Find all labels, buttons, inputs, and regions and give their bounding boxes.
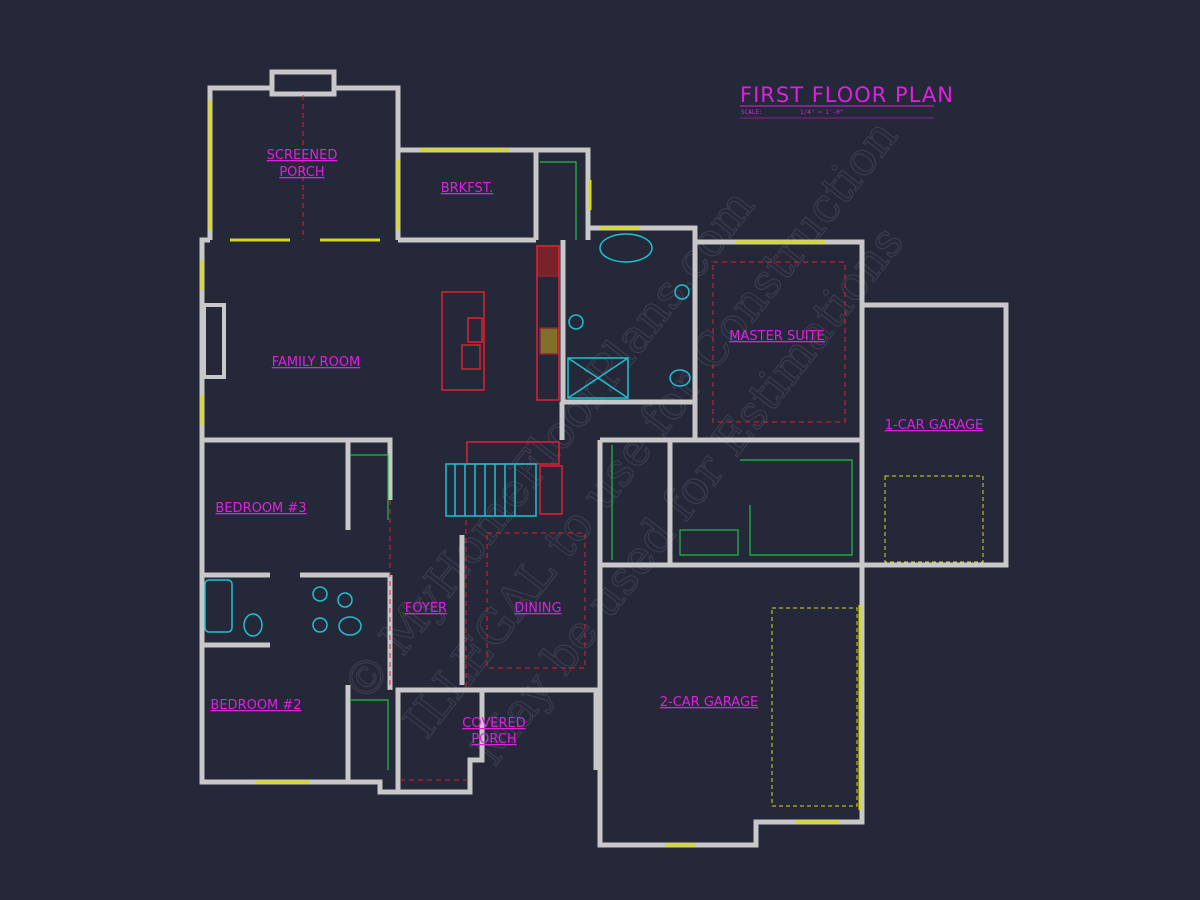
covered-porch-label-2: PORCH bbox=[471, 732, 516, 747]
one-car-garage-label: 1-CAR GARAGE bbox=[885, 418, 984, 433]
walls bbox=[199, 69, 1009, 848]
foyer-label: FOYER bbox=[405, 601, 447, 616]
bedroom2-label: BEDROOM #2 bbox=[210, 698, 301, 713]
scale-value: 1/4" = 1'-0" bbox=[800, 109, 843, 116]
watermark-line-2: ILLEGAL to use for Construction bbox=[393, 109, 908, 747]
kitchen bbox=[441, 245, 563, 515]
scale-label: SCALE: bbox=[741, 109, 763, 116]
room-labels: SCREENED PORCH BRKFST. FAMILY ROOM MASTE… bbox=[210, 148, 983, 747]
family-room-label: FAMILY ROOM bbox=[272, 355, 361, 370]
two-car-garage-label: 2-CAR GARAGE bbox=[660, 695, 759, 710]
windows bbox=[200, 100, 862, 847]
title-block: FIRST FLOOR PLAN SCALE: 1/4" = 1'-0" bbox=[740, 83, 954, 119]
brkfst-label: BRKFST. bbox=[441, 181, 494, 196]
fixtures bbox=[204, 233, 691, 637]
dashed-lines bbox=[302, 95, 846, 781]
covered-porch-label-1: COVERED bbox=[462, 716, 525, 731]
garage-doors bbox=[771, 475, 984, 807]
fireplace bbox=[202, 303, 226, 379]
bedroom3-label: BEDROOM #3 bbox=[215, 501, 306, 516]
screened-porch-label-2: PORCH bbox=[279, 165, 324, 180]
screened-porch-label-1: SCREENED bbox=[267, 148, 338, 163]
dining-label: DINING bbox=[514, 601, 561, 616]
master-suite-label: MASTER SUITE bbox=[729, 329, 824, 344]
cabinets bbox=[350, 161, 853, 770]
plan-title: FIRST FLOOR PLAN bbox=[740, 83, 954, 107]
